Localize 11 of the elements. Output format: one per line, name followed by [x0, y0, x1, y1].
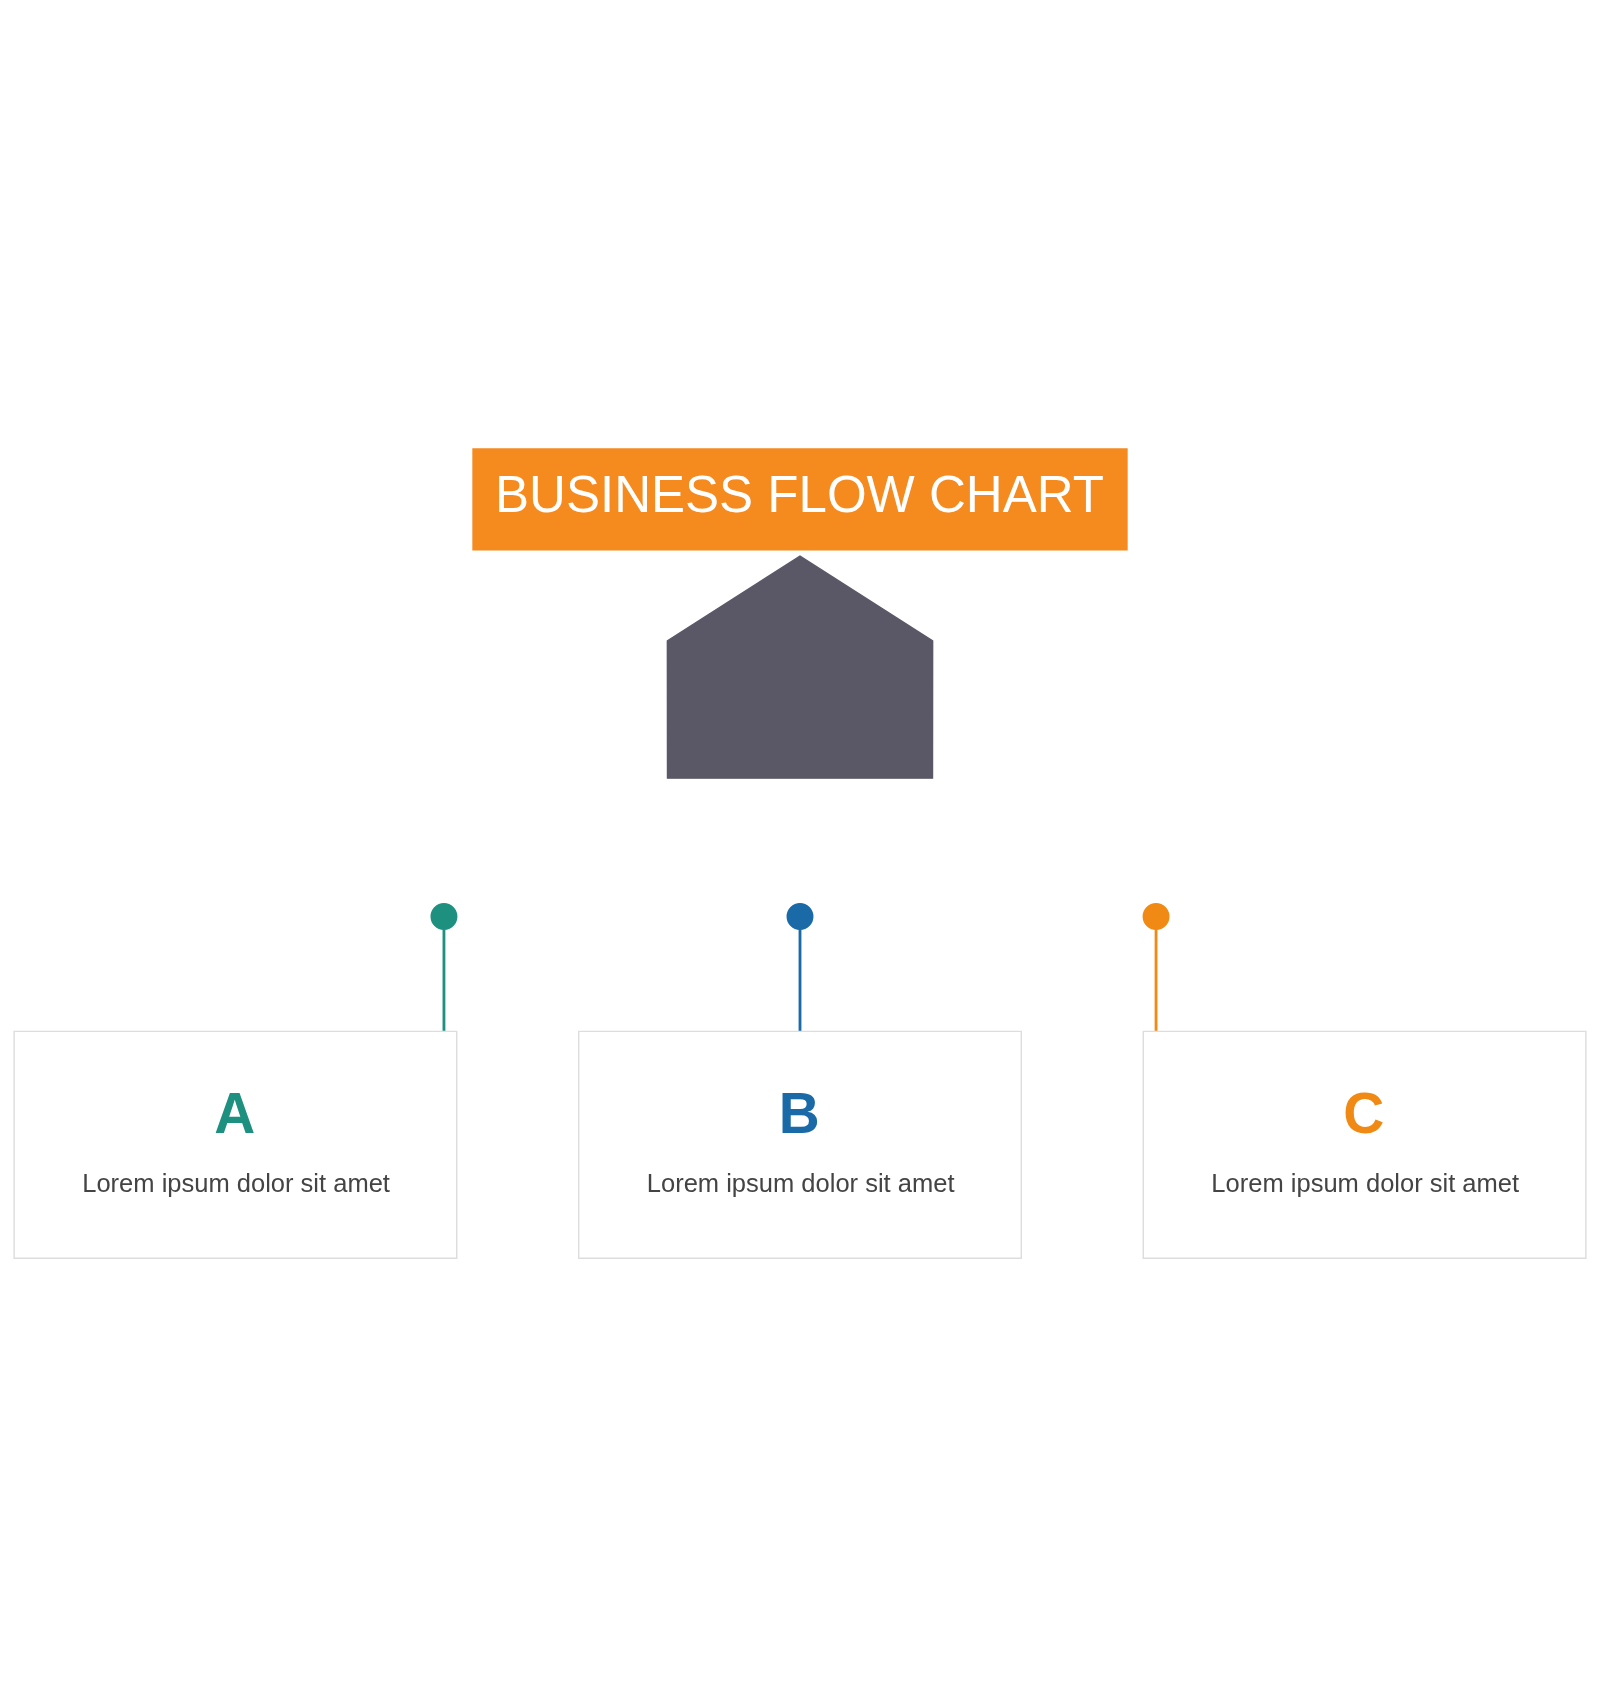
node-box: A Lorem ipsum dolor sit amet [13, 1030, 458, 1259]
node-circle [786, 902, 814, 930]
node-box: C Lorem ipsum dolor sit amet [1142, 1030, 1587, 1259]
node-circle [1142, 902, 1170, 930]
picture [666, 554, 934, 779]
connector [442, 928, 446, 1031]
diagram-title: BUSINESS FLOW CHART [495, 465, 1104, 523]
connector [1154, 928, 1158, 1031]
node-circle [430, 902, 458, 930]
node-box: B Lorem ipsum dolor sit amet [578, 1030, 1022, 1259]
connector [798, 928, 802, 1031]
